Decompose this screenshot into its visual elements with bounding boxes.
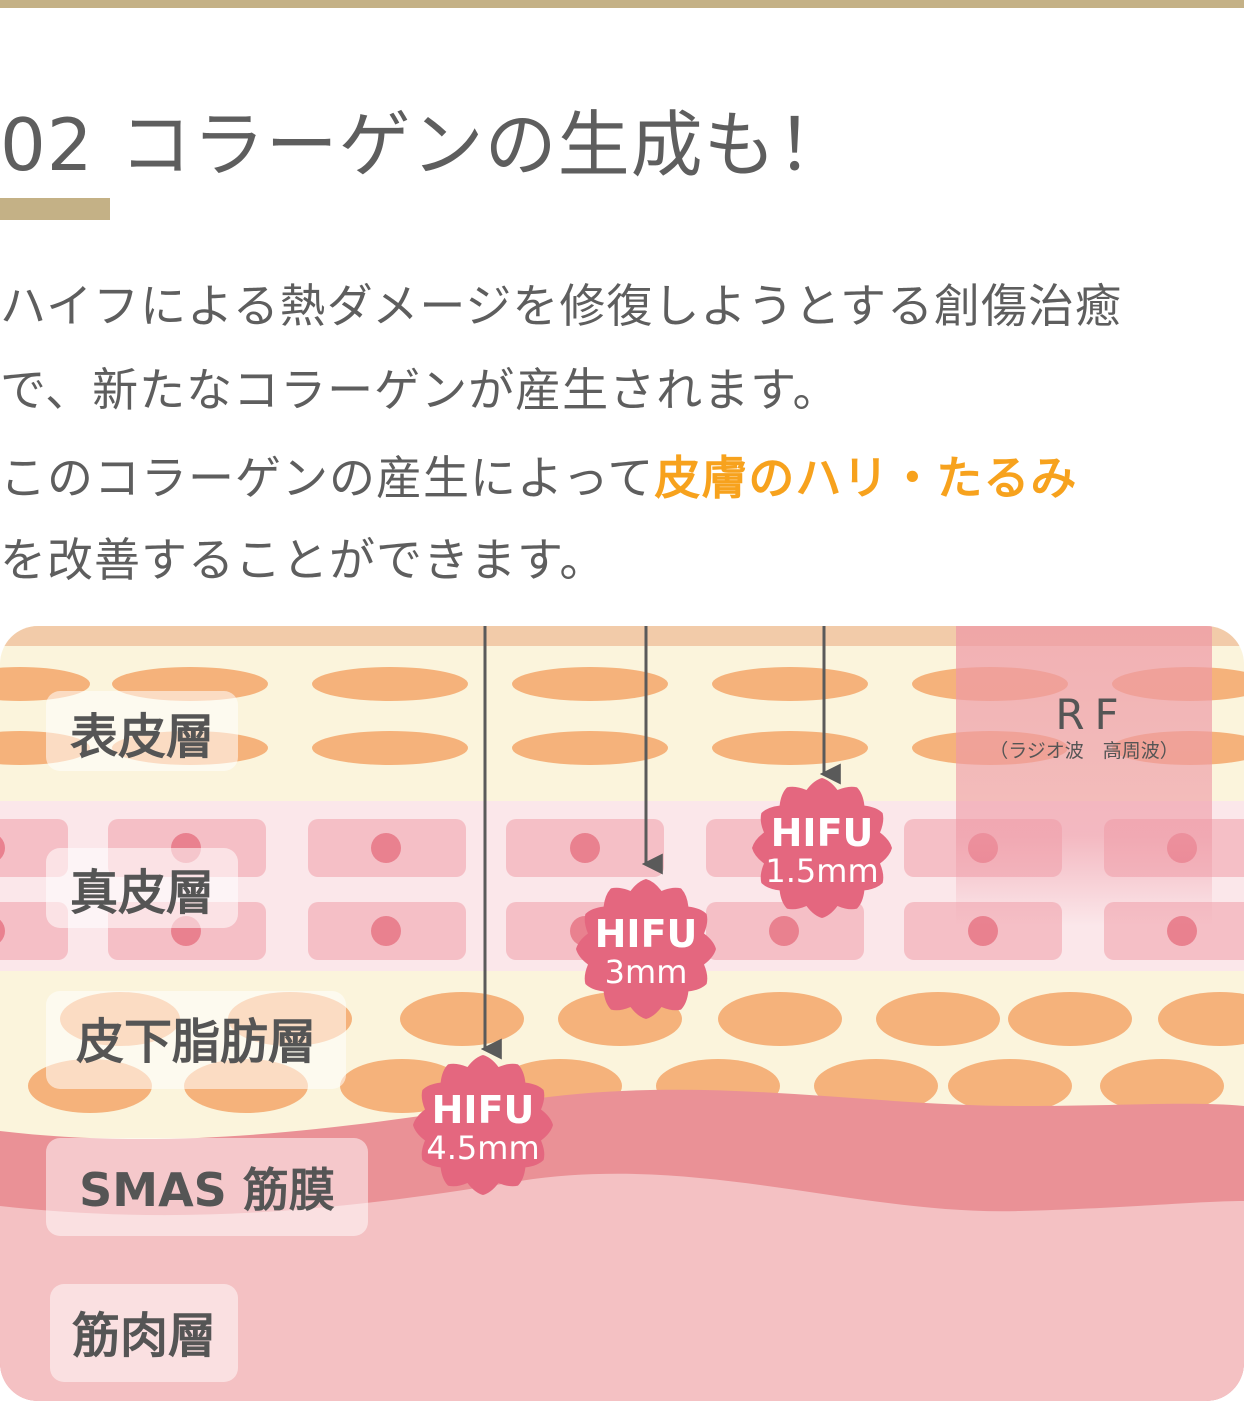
svg-text:表皮層: 表皮層 [70, 709, 214, 765]
layer-label-epidermis: 表皮層 [46, 691, 238, 771]
layer-label-smas: SMAS 筋膜 [46, 1138, 368, 1236]
svg-text:HIFU: HIFU [595, 912, 698, 956]
svg-text:4.5mm: 4.5mm [426, 1129, 539, 1167]
svg-text:HIFU: HIFU [771, 811, 874, 855]
heading-underline [0, 198, 110, 220]
svg-text:SMAS 筋膜: SMAS 筋膜 [79, 1163, 335, 1217]
section-heading: 02 コラーゲンの生成も！ [0, 100, 1244, 190]
rf-overlay [956, 626, 1212, 926]
svg-text:HIFU: HIFU [432, 1088, 535, 1132]
paragraph-line: ハイフによる熱ダメージを修復しようとする創傷治癒 [0, 279, 1123, 333]
svg-text:1.5mm: 1.5mm [765, 852, 878, 890]
svg-text:筋肉層: 筋肉層 [72, 1308, 216, 1364]
section-title: コラーゲンの生成も！ [119, 103, 850, 187]
layer-label-dermis: 真皮層 [46, 848, 238, 928]
rf-sublabel: （ラジオ波 高周波） [989, 740, 1179, 762]
svg-text:真皮層: 真皮層 [70, 865, 214, 921]
highlight-text: 皮膚のハリ・たるみ [654, 451, 1078, 505]
paragraph-text: このコラーゲンの産生によって [0, 451, 655, 505]
top-accent-rule [0, 0, 1244, 8]
layer-label-muscle: 筋肉層 [50, 1284, 238, 1382]
layer-label-subcutaneous-fat: 皮下脂肪層 [46, 991, 346, 1089]
hifu-badge-1-5mm: HIFU 1.5mm [752, 778, 892, 918]
paragraph-line: で、新たなコラーゲンが産生されます。 [0, 363, 840, 417]
svg-text:皮下脂肪層: 皮下脂肪層 [76, 1014, 316, 1070]
paragraph-line: を改善することができます。 [0, 533, 607, 587]
paragraph-line: このコラーゲンの産生によって皮膚のハリ・たるみ [0, 448, 1244, 508]
section-number: 02 [0, 103, 94, 187]
epidermis-top-band [0, 626, 1244, 646]
hifu-badge-4-5mm: HIFU 4.5mm [413, 1055, 553, 1195]
svg-text:3mm: 3mm [605, 953, 688, 991]
rf-label: RF [1055, 690, 1128, 739]
hifu-badge-3mm: HIFU 3mm [576, 879, 716, 1019]
skin-layer-diagram: 表皮層 真皮層 皮下脂肪層 SMAS 筋膜 筋肉層 RF （ラジオ波 高周波） … [0, 626, 1244, 1401]
